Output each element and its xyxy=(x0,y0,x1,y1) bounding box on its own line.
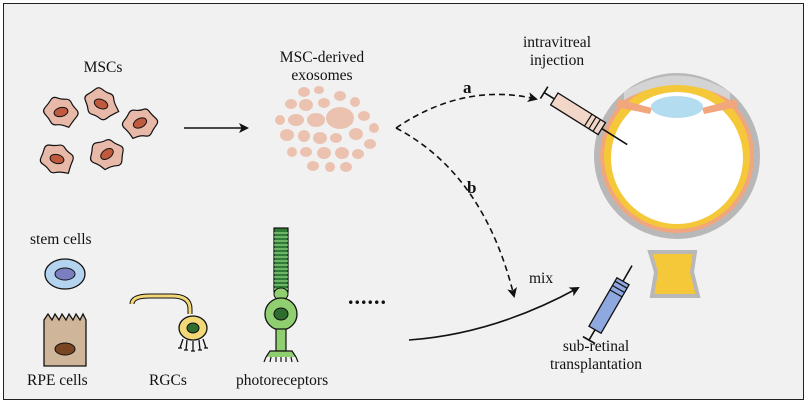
subretinal-label-line2: transplantation xyxy=(549,355,643,373)
intravitreal-label-line2: injection xyxy=(529,51,585,69)
exosome xyxy=(313,132,327,144)
stem-cells-label: stem cells xyxy=(30,231,92,248)
exosome xyxy=(326,107,354,129)
mscs-label: MSCs xyxy=(83,59,123,76)
exosome xyxy=(364,139,376,149)
exosome xyxy=(340,162,352,172)
eye-cornea xyxy=(624,75,730,100)
exosome xyxy=(275,115,285,125)
route-a-label: a xyxy=(463,78,472,97)
route-a-dashed-arrow xyxy=(395,92,538,129)
msc-nucleus xyxy=(93,98,109,110)
exosome xyxy=(300,147,312,157)
exosome xyxy=(299,99,313,111)
rgcs-label: RGCs xyxy=(149,372,187,389)
exosome xyxy=(330,133,342,143)
intravitreal-label-line1: intravitreal xyxy=(523,34,591,51)
msc-nucleus xyxy=(100,148,114,160)
exosome xyxy=(317,147,331,159)
exosomes-label-line1: MSC-derived xyxy=(279,49,365,66)
route-b-dashed-arrow xyxy=(395,127,517,298)
msc-nucleus xyxy=(49,153,65,165)
photoreceptor-cell xyxy=(263,227,299,363)
exosome xyxy=(298,87,310,97)
diagram-art xyxy=(39,73,760,367)
diagram-canvas: MSCs MSC-derived exosomes intravitreal i… xyxy=(3,3,804,400)
exosome-cluster xyxy=(275,86,379,172)
subretinal-transplantation-label: sub-retinal transplantation xyxy=(550,338,642,374)
intravitreal-injection-label: intravitreal injection xyxy=(523,34,591,70)
subretinal-syringe xyxy=(582,265,633,345)
rgc-cell xyxy=(129,293,208,352)
exosome xyxy=(314,86,324,94)
cells-to-subretinal-arrow xyxy=(408,287,580,341)
eye-vitreous xyxy=(611,92,743,224)
exosome xyxy=(334,91,346,101)
exosome xyxy=(280,129,294,141)
msc-nucleus xyxy=(132,117,148,129)
ellipsis-label: ...... xyxy=(348,284,387,309)
msc-cells xyxy=(39,87,159,174)
exosome xyxy=(307,161,319,171)
exosomes-label-line2: exosomes xyxy=(291,66,353,84)
eye-iris-left xyxy=(616,99,652,114)
exosome xyxy=(318,98,330,108)
subretinal-label-line1: sub-retinal xyxy=(562,338,630,355)
exosome xyxy=(358,111,370,121)
mix-label: mix xyxy=(529,270,554,287)
rpe-cell xyxy=(43,312,87,367)
photoreceptors-label: photoreceptors xyxy=(236,372,329,389)
exosome xyxy=(288,114,304,126)
exosomes-label: MSC-derived exosomes xyxy=(280,49,364,85)
route-b-label: b xyxy=(467,178,477,197)
eye-iris-right xyxy=(702,99,738,114)
stem-cell xyxy=(44,258,86,290)
exosome xyxy=(349,128,363,140)
exosome xyxy=(287,147,297,157)
eye-lens xyxy=(651,96,703,118)
exosome xyxy=(285,99,297,109)
msc-nucleus xyxy=(53,106,69,118)
exosome xyxy=(325,162,335,172)
eye-diagram xyxy=(594,73,760,298)
exosome xyxy=(335,147,349,159)
exosome xyxy=(369,123,379,133)
intravitreal-syringe xyxy=(539,86,628,146)
exosome xyxy=(298,130,310,142)
exosome xyxy=(307,113,325,127)
exosome xyxy=(350,97,360,107)
optic-nerve xyxy=(647,250,701,298)
rpe-cells-label: RPE cells xyxy=(27,372,88,389)
exosome xyxy=(352,149,364,159)
